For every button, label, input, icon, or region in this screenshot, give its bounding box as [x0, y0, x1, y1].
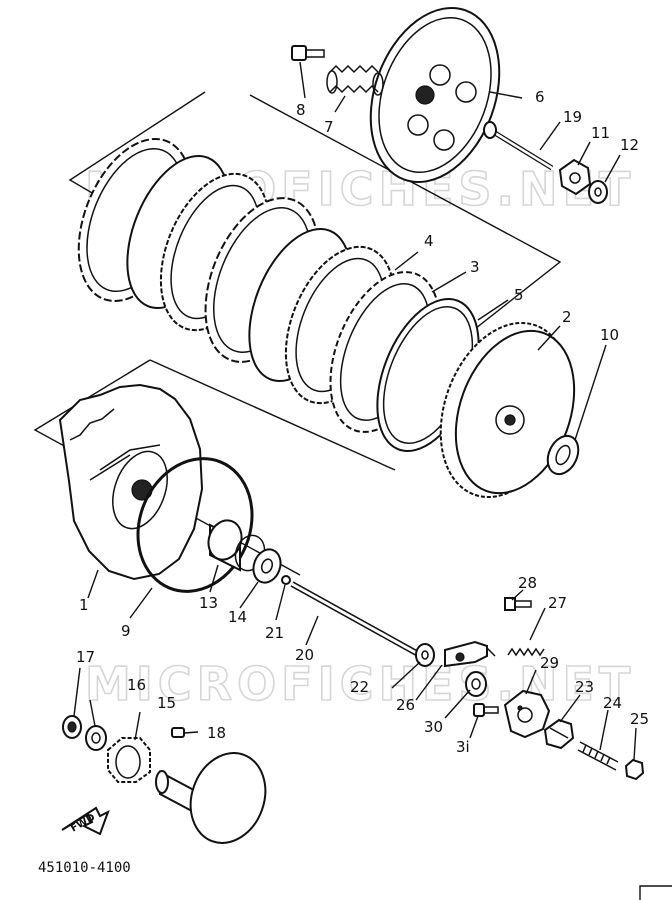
clutch-boss: [439, 321, 576, 499]
pressure-plate: [369, 6, 501, 184]
mounting-screw: [473, 703, 499, 717]
push-rod-washer: [415, 643, 435, 667]
clutch-housing: [58, 383, 204, 581]
callout-7: 7: [324, 118, 334, 136]
callout-3: 3: [470, 258, 480, 276]
callout-16: 16: [127, 676, 146, 694]
push-rod-long: [290, 581, 422, 658]
callout-20: 20: [295, 646, 314, 664]
callout-8: 8: [296, 101, 306, 119]
lock-nut: [558, 158, 592, 196]
bolt: [291, 45, 325, 61]
steel-ball: [281, 575, 291, 585]
washer-17: [62, 715, 82, 739]
return-spring: [507, 647, 545, 657]
callout-21: 21: [265, 624, 284, 642]
callout-4: 4: [424, 232, 434, 250]
washer-30: [465, 671, 487, 697]
adjuster-nut: [624, 758, 645, 781]
callout-29: 29: [540, 654, 559, 672]
callout-30: 30: [424, 718, 443, 736]
push-lever: [444, 640, 496, 668]
spacer-sleeve: [207, 519, 266, 572]
callout-12: 12: [620, 136, 639, 154]
callout-17: 17: [76, 648, 95, 666]
callout-13: 13: [199, 594, 218, 612]
clutch-spring: [326, 64, 384, 96]
washer-16: [85, 725, 107, 751]
callout-1: 1: [79, 596, 89, 614]
callout-14: 14: [228, 608, 247, 626]
circlip: [136, 457, 254, 593]
callout-23: 23: [575, 678, 594, 696]
adjust-screw: [504, 597, 532, 611]
callout-2: 2: [562, 308, 572, 326]
callout-19: 19: [563, 108, 582, 126]
clutch-cover: [503, 689, 551, 739]
fwd-arrow: FWD: [61, 806, 110, 836]
callout-labels: 1 2 3 4 5 6 7 8 9 10 11 12 13 14 15 16 1…: [76, 88, 649, 756]
push-rod-short: [483, 121, 554, 171]
callout-22: 22: [350, 678, 369, 696]
woodruff-key: [171, 727, 185, 738]
callout-5: 5: [514, 286, 524, 304]
corner-box: [639, 885, 672, 900]
lock-washer-10: [546, 434, 580, 476]
washer-12: [588, 180, 608, 204]
callout-28: 28: [518, 574, 537, 592]
callout-24: 24: [603, 694, 622, 712]
thrust-washer-14: [252, 548, 282, 584]
callout-11: 11: [591, 124, 610, 142]
callout-18: 18: [207, 724, 226, 742]
crankshaft-end: [155, 752, 267, 844]
callout-15: 15: [157, 694, 176, 712]
adjuster-stud: [577, 741, 619, 771]
leader-lines: [73, 61, 637, 761]
callout-10: 10: [600, 326, 619, 344]
callout-25: 25: [630, 710, 649, 728]
callout-6: 6: [535, 88, 545, 106]
diagram-code: 451010-4100: [38, 860, 131, 876]
callout-31: 3i: [456, 738, 470, 756]
callout-26: 26: [396, 696, 415, 714]
callout-9: 9: [121, 622, 131, 640]
callout-27: 27: [548, 594, 567, 612]
primary-drive-gear: [107, 737, 151, 783]
drive-gear: [543, 718, 575, 750]
